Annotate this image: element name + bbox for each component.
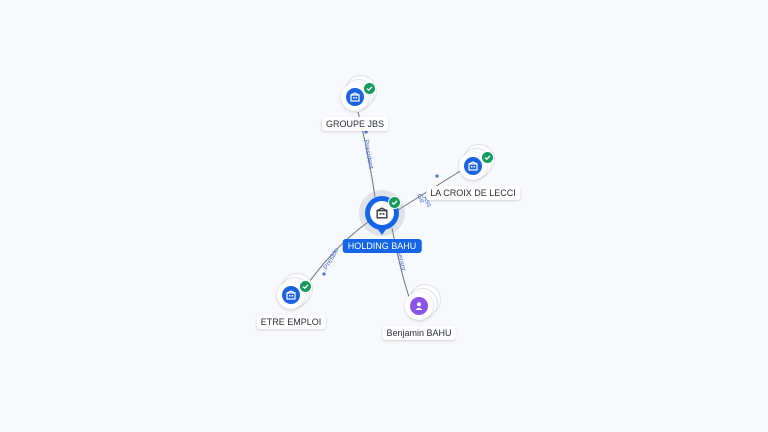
node-etre-emploi[interactable]: ETRE EMPLOI	[256, 273, 326, 329]
node-label-groupe-jbs: GROUPE JBS	[321, 117, 389, 131]
edge-arrow	[435, 174, 439, 178]
building-icon	[464, 157, 482, 175]
verified-check-icon	[363, 82, 376, 95]
node-label-holding-bahu: HOLDING BAHU	[342, 239, 422, 253]
node-groupe-jbs[interactable]: GROUPE JBS	[321, 75, 389, 131]
node-disc	[405, 292, 433, 320]
node-label-etre-emploi: ETRE EMPLOI	[256, 315, 326, 329]
edge-arrow	[364, 130, 368, 134]
edge-benjamin[interactable]	[391, 227, 411, 301]
edge-label-croix-b: Ass	[421, 195, 432, 209]
person-icon	[410, 297, 428, 315]
pin-tip	[375, 225, 389, 235]
edge-arrow	[322, 272, 326, 276]
building-icon	[346, 88, 364, 106]
verified-check-icon	[388, 196, 401, 209]
building-icon	[282, 286, 300, 304]
node-la-croix-de-lecci[interactable]: LA CROIX DE LECCI	[426, 144, 520, 200]
verified-check-icon	[481, 151, 494, 164]
edge-label-benjamin: Gerant	[395, 249, 406, 271]
verified-check-icon	[299, 280, 312, 293]
edge-label-croix-a: Ge	[415, 193, 425, 205]
node-holding-bahu[interactable]: HOLDING BAHU	[342, 190, 422, 253]
edge-label-etre-emploi: Preside	[323, 247, 341, 271]
node-label-benjamin-bahu: Benjamin BAHU	[382, 326, 456, 340]
edge-label-groupe-jbs: President	[362, 139, 374, 169]
node-benjamin-bahu[interactable]: Benjamin BAHU	[382, 284, 456, 340]
node-disc	[459, 152, 487, 180]
node-label-la-croix-de-lecci: LA CROIX DE LECCI	[426, 186, 520, 200]
